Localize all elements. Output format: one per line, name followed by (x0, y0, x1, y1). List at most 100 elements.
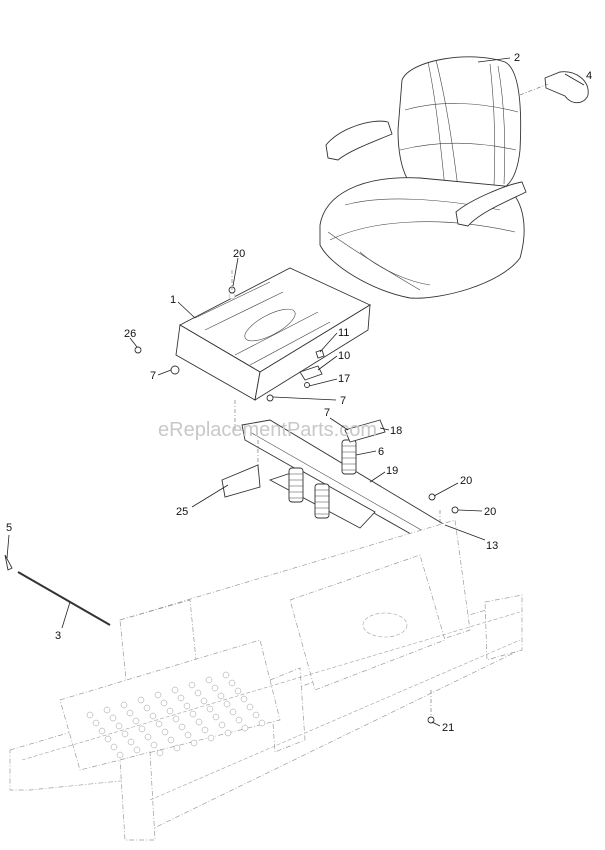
callout-4[interactable]: 4 (564, 70, 592, 86)
perforation-hole (178, 723, 186, 731)
perforation-hole (98, 727, 106, 735)
svg-text:10: 10 (338, 350, 350, 362)
perforation-hole (194, 689, 202, 697)
callout-11[interactable]: 11 (319, 327, 349, 353)
perforated-plate (86, 671, 266, 767)
perforation-hole (246, 703, 254, 711)
perforation-hole (258, 719, 266, 727)
svg-text:11: 11 (338, 327, 349, 339)
perforation-hole (103, 706, 111, 714)
perforation-hole (171, 686, 179, 694)
svg-text:19: 19 (386, 465, 398, 477)
perforation-hole (200, 697, 208, 705)
callout-2[interactable]: 2 (477, 52, 520, 64)
seat-drawing (319, 56, 589, 299)
svg-text:26: 26 (124, 328, 136, 340)
callout-1[interactable]: 1 (170, 294, 196, 319)
perforation-hole (177, 694, 185, 702)
callout-3[interactable]: 3 (55, 601, 71, 642)
perforation-hole (144, 733, 152, 741)
perforation-hole (137, 696, 145, 704)
perforation-hole (143, 704, 151, 712)
perforation-hole (160, 699, 168, 707)
callout-7-left[interactable]: 7 (150, 369, 172, 382)
perforation-hole (155, 720, 163, 728)
perforation-hole (109, 714, 117, 722)
perforation-hole (224, 729, 232, 737)
perforation-hole (166, 707, 174, 715)
callout-6[interactable]: 6 (355, 446, 384, 458)
perforation-hole (222, 671, 230, 679)
spring-middle (314, 483, 330, 519)
perforation-hole (183, 702, 191, 710)
perforation-hole (120, 701, 128, 709)
svg-text:7: 7 (340, 395, 346, 407)
perforation-hole (92, 719, 100, 727)
svg-text:20: 20 (233, 248, 245, 260)
svg-text:21: 21 (442, 722, 454, 734)
perforation-hole (218, 721, 226, 729)
perforation-hole (206, 705, 214, 713)
perforation-hole (241, 724, 249, 732)
perforation-hole (127, 738, 135, 746)
perforation-hole (184, 731, 192, 739)
callout-20-mid[interactable]: 20 (433, 475, 472, 497)
tractor-frame-drawing (4, 519, 523, 841)
callout-26[interactable]: 26 (124, 328, 138, 348)
perforation-hole (149, 712, 157, 720)
perforation-hole (252, 711, 260, 719)
watermark-text: eReplacementParts.com (158, 419, 377, 441)
perforation-hole (217, 692, 225, 700)
callout-7-upper[interactable]: 7 (324, 407, 349, 431)
svg-text:20: 20 (460, 475, 472, 487)
perforation-hole (207, 734, 215, 742)
perforation-hole (167, 736, 175, 744)
perforation-hole (138, 725, 146, 733)
perforation-hole (150, 741, 158, 749)
perforation-hole (110, 743, 118, 751)
callout-13[interactable]: 13 (444, 524, 498, 552)
perforation-hole (189, 710, 197, 718)
perforation-hole (172, 715, 180, 723)
spring-right (341, 439, 357, 475)
perforation-hole (133, 746, 141, 754)
callout-19[interactable]: 19 (369, 465, 398, 483)
perforation-hole (240, 695, 248, 703)
perforation-hole (188, 681, 196, 689)
svg-text:2: 2 (514, 52, 520, 64)
perforation-hole (212, 713, 220, 721)
spring-left (288, 467, 304, 503)
callout-20-right[interactable]: 20 (457, 506, 496, 518)
perforation-hole (156, 749, 164, 757)
svg-text:18: 18 (390, 425, 402, 437)
callout-20-top[interactable]: 20 (232, 248, 245, 287)
perforation-hole (229, 708, 237, 716)
callout-21[interactable]: 21 (431, 721, 454, 734)
perforation-hole (211, 684, 219, 692)
callout-18[interactable]: 18 (379, 425, 402, 437)
svg-text:1: 1 (170, 294, 176, 306)
suspension-frame-drawing (221, 419, 459, 590)
callout-7-right[interactable]: 7 (272, 395, 346, 407)
seat-pan-drawing (134, 267, 371, 430)
perforation-hole (173, 744, 181, 752)
svg-text:4: 4 (586, 70, 592, 82)
callout-25[interactable]: 25 (176, 484, 229, 518)
perforation-hole (154, 691, 162, 699)
svg-text:17: 17 (338, 373, 350, 385)
svg-text:25: 25 (176, 506, 188, 518)
callout-10[interactable]: 10 (317, 350, 350, 371)
perforation-hole (190, 739, 198, 747)
svg-text:20: 20 (484, 506, 496, 518)
perforation-hole (228, 679, 236, 687)
svg-text:7: 7 (150, 370, 156, 382)
callout-17[interactable]: 17 (308, 373, 350, 387)
perforation-hole (235, 716, 243, 724)
perforation-hole (126, 709, 134, 717)
perforation-hole (234, 687, 242, 695)
perforation-hole (205, 676, 213, 684)
svg-text:6: 6 (378, 446, 384, 458)
perforation-hole (132, 717, 140, 725)
callout-5[interactable]: 5 (6, 522, 12, 559)
